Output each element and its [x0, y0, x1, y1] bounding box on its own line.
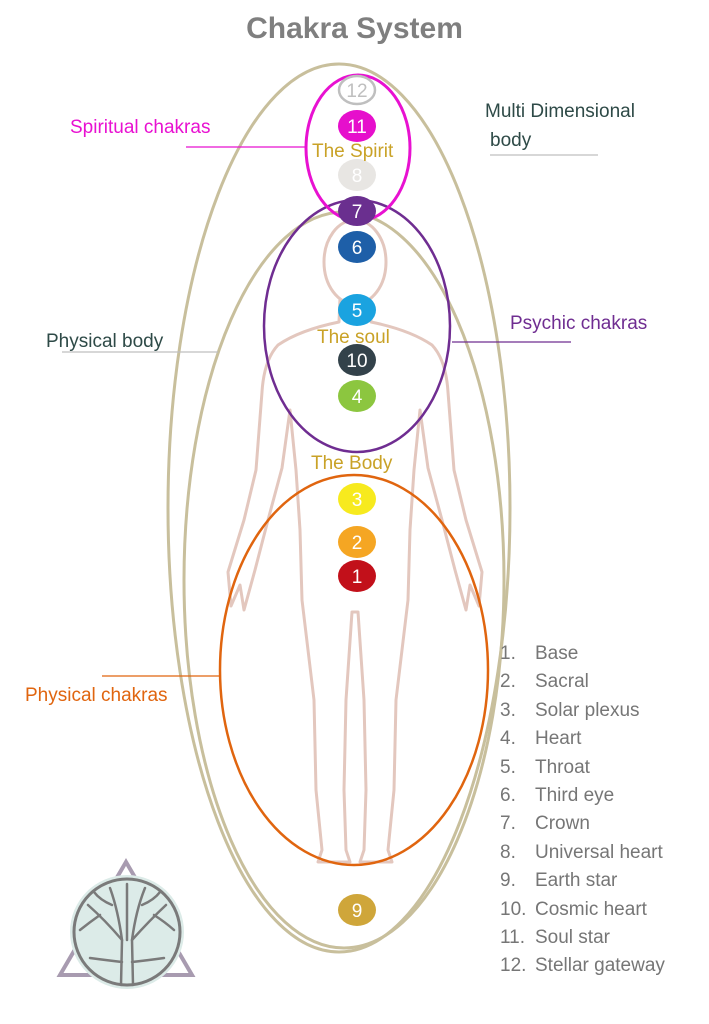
legend-number: 2. [500, 671, 516, 693]
the-body-label: The Body [311, 453, 393, 474]
psychic-chakras-label: Psychic chakras [510, 313, 648, 334]
legend-number: 8. [500, 841, 516, 863]
chakra-3-label: 3 [352, 490, 363, 511]
legend-item: 2. Sacral [500, 668, 665, 696]
chakra-4: 4 [338, 380, 376, 412]
legend-number: 12. [500, 955, 527, 977]
legend-name: Earth star [535, 870, 618, 892]
multi-dimensional-label-line2: body [490, 130, 532, 151]
chakra-9: 9 [338, 894, 376, 926]
multi-dimensional-label-line1: Multi Dimensional [485, 101, 635, 122]
legend-name: Third eye [535, 784, 615, 806]
chakra-2-label: 2 [352, 533, 363, 554]
legend-name: Soul star [535, 926, 610, 948]
chakra-6: 6 [338, 231, 376, 263]
legend-number: 9. [500, 870, 516, 892]
the-soul-label: The soul [317, 327, 390, 348]
legend-item: 5. Throat [500, 754, 665, 782]
chakra-1-label: 1 [352, 567, 363, 588]
legend-number: 3. [500, 699, 516, 721]
physical-chakras-label: Physical chakras [25, 685, 168, 706]
legend-name: Solar plexus [535, 699, 640, 721]
chakra-7: 7 [338, 196, 376, 226]
legend-number: 1. [500, 643, 516, 664]
legend-name: Heart [535, 728, 582, 750]
legend-item: 10. Cosmic heart [500, 896, 665, 924]
legend-name: Universal heart [535, 841, 663, 863]
legend-item: 11. Soul star [500, 924, 665, 952]
legend-item: 9. Earth star [500, 867, 665, 895]
legend-name: Throat [535, 756, 590, 778]
chakra-9-label: 9 [352, 901, 363, 922]
chakra-11-label: 11 [347, 117, 367, 138]
tree-logo-icon [56, 858, 196, 989]
chakra-5: 5 [338, 294, 376, 326]
the-spirit-label: The Spirit [312, 141, 394, 162]
chakra-12-label: 12 [346, 81, 367, 102]
page-title: Chakra System [246, 12, 463, 45]
chakra-legend: 1. Base 2. Sacral 3. Solar plexus 4. Heart 5… [500, 640, 665, 981]
legend-item: 4. Heart [500, 725, 665, 753]
legend-number: 5. [500, 756, 516, 778]
legend-number: 10. [500, 898, 527, 920]
legend-item: 7. Crown [500, 810, 665, 838]
legend-name: Stellar gateway [535, 955, 665, 977]
legend-number: 7. [500, 813, 516, 835]
chakra-11: 11 [338, 110, 376, 142]
chakra-12: 12 [337, 74, 377, 106]
legend-item: 3. Solar plexus [500, 697, 665, 725]
chakra-1: 1 [338, 560, 376, 592]
legend-number: 6. [500, 784, 516, 806]
chakra-3: 3 [338, 483, 376, 515]
chakra-6-label: 6 [352, 238, 363, 259]
chakra-4-label: 4 [352, 387, 363, 408]
chakra-10: 10 [338, 344, 376, 376]
chakra-10-label: 10 [346, 351, 367, 372]
physical-body-label: Physical body [46, 331, 164, 352]
legend-item: 8. Universal heart [500, 839, 665, 867]
chakra-5-label: 5 [352, 301, 363, 322]
legend-name: Cosmic heart [535, 898, 647, 920]
legend-item: 1. Base [500, 640, 665, 668]
multi-dimensional-body-ellipse [166, 62, 512, 954]
legend-item: 12. Stellar gateway [500, 952, 665, 980]
legend-number: 11. [500, 926, 526, 948]
physical-chakras-ellipse [218, 473, 490, 867]
chakra-8: 8 [338, 159, 376, 191]
spiritual-chakras-label: Spiritual chakras [70, 117, 211, 138]
chakra-8-label: 8 [352, 166, 363, 187]
legend-name: Base [535, 643, 579, 664]
chakra-2: 2 [338, 526, 376, 558]
legend-name: Crown [535, 813, 590, 835]
chakra-7-label: 7 [352, 202, 363, 223]
legend-item: 6. Third eye [500, 782, 665, 810]
legend-number: 4. [500, 728, 516, 750]
legend-name: Sacral [535, 671, 589, 693]
